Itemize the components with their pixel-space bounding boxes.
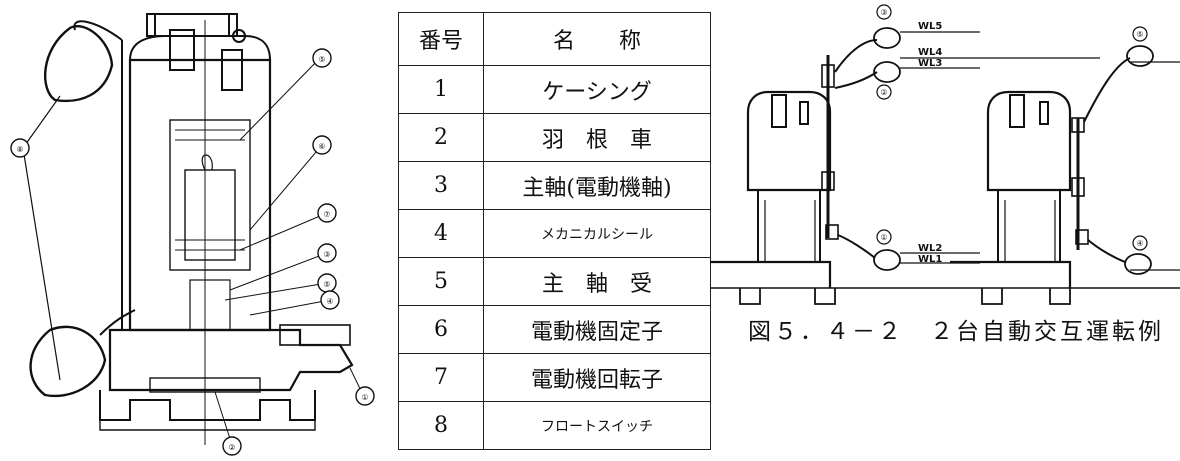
float-2 — [873, 61, 901, 83]
upper-float — [43, 25, 114, 103]
table-row: 5 主軸受 — [398, 257, 711, 306]
row-number: 2 — [398, 113, 484, 162]
callout-7 — [317, 203, 337, 223]
row-name: 電動機回転子 — [483, 353, 711, 402]
float-label: ② — [880, 88, 887, 97]
row-number: 4 — [398, 209, 484, 258]
table-row: 7 電動機回転子 — [398, 353, 711, 402]
table-row: 6 電動機固定子 — [398, 305, 711, 354]
float-5 — [1126, 45, 1154, 67]
row-number: 8 — [398, 401, 484, 450]
header-number: 番号 — [398, 12, 484, 66]
callout-8 — [10, 138, 30, 158]
row-number: 3 — [398, 161, 484, 210]
row-name: 電動機固定子 — [483, 305, 711, 354]
header-name: 名 称 — [483, 12, 711, 66]
row-name: ケーシング — [483, 65, 711, 114]
row-name: フロートスイッチ — [483, 401, 711, 450]
alternation-diagram: ③ ② ① ⑤ ④ WL5 WL4 WL3 WL2 WL1 — [710, 4, 1180, 305]
wl-label: WL4 — [918, 47, 942, 58]
float-1 — [873, 249, 901, 271]
float-label: ④ — [1136, 239, 1143, 248]
callout-3 — [317, 243, 337, 263]
float-label: ③ — [880, 8, 887, 17]
row-name: 羽根車 — [483, 113, 711, 162]
callout-label: ② — [228, 443, 235, 452]
callout-label: ⑦ — [323, 210, 330, 219]
row-name: 主軸(電動機軸) — [483, 161, 711, 210]
callout-1 — [355, 386, 375, 406]
row-number: 1 — [398, 65, 484, 114]
row-number: 6 — [398, 305, 484, 354]
callout-label: ④ — [326, 297, 333, 306]
wl-label: WL1 — [918, 254, 942, 265]
callout-5-top — [312, 48, 332, 68]
float-label: ⑤ — [1136, 30, 1143, 39]
callout-label: ③ — [323, 250, 330, 259]
table-row: 4 メカニカルシール — [398, 209, 711, 258]
lower-float — [29, 325, 107, 398]
callout-label: ⑧ — [16, 145, 23, 154]
table-row: 2 羽根車 — [398, 113, 711, 162]
figure-caption: 図５．４－２ ２台自動交互運転例 — [748, 319, 1164, 345]
right-pump-body — [986, 90, 1072, 192]
row-name: メカニカルシール — [483, 209, 711, 258]
callout-label: ⑥ — [318, 142, 325, 151]
callout-label: ① — [361, 393, 368, 402]
float-3 — [873, 27, 901, 49]
left-pump-body — [746, 90, 832, 192]
float-label: ① — [880, 233, 887, 242]
table-row: 8 フロートスイッチ — [398, 401, 711, 450]
callout-label: ⑤ — [323, 280, 330, 289]
callout-2 — [222, 436, 242, 456]
float-4 — [1124, 253, 1152, 275]
callout-4 — [320, 290, 340, 310]
callout-label: ⑤ — [318, 55, 325, 64]
callout-6 — [312, 135, 332, 155]
row-name: 主軸受 — [483, 257, 711, 306]
wl-label: WL5 — [918, 21, 942, 32]
pump-cross-section: ⑤ ⑥ ⑦ ③ ⑤ ④ ① ② ⑧ — [10, 13, 375, 456]
row-number: 7 — [398, 353, 484, 402]
table-header-row: 番号 名 称 — [398, 12, 711, 66]
wl-label: WL2 — [918, 243, 942, 254]
row-number: 5 — [398, 257, 484, 306]
wl-label: WL3 — [918, 58, 942, 69]
parts-table: 番号 名 称 1 ケーシング 2 羽根車 3 主軸(電動機軸) 4 メカニカルシ… — [398, 12, 711, 450]
table-row: 3 主軸(電動機軸) — [398, 161, 711, 210]
table-row: 1 ケーシング — [398, 65, 711, 114]
